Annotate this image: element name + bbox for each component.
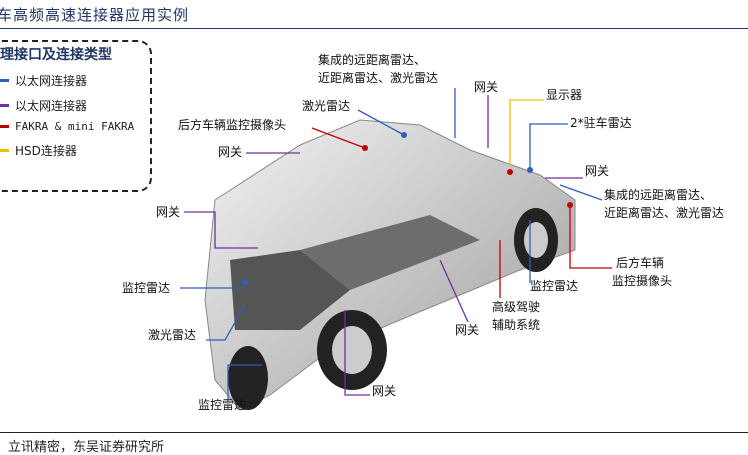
- legend-item: 以太网连接器: [0, 97, 87, 114]
- label: 后方车辆监控摄像头: [178, 118, 287, 132]
- legend-swatch: [0, 79, 9, 82]
- legend-label: 以太网连接器: [15, 74, 88, 88]
- label: 监控雷达: [530, 279, 579, 293]
- label: 近距离雷达、激光雷达: [604, 206, 725, 220]
- label: 网关: [372, 384, 397, 398]
- label: 激光雷达: [302, 99, 351, 113]
- label: 网关: [585, 164, 610, 178]
- legend-item: 以太网连接器: [0, 72, 87, 89]
- label: 后方车辆: [616, 256, 665, 270]
- label: 网关: [455, 323, 480, 337]
- battery-pack: [300, 215, 480, 290]
- label: 网关: [218, 145, 243, 159]
- label: 集成的远距离雷达、: [604, 188, 713, 202]
- legend-label: 以太网连接器: [15, 99, 88, 113]
- title-rule: [0, 28, 748, 29]
- leader-lines: [180, 88, 612, 400]
- legend-label: FAKRA & mini FAKRA: [15, 120, 135, 133]
- label: 监控雷达: [122, 281, 171, 295]
- legend-swatch: [0, 104, 9, 107]
- legend-item: HSD连接器: [0, 142, 77, 159]
- source-rule: [0, 432, 748, 433]
- label: 网关: [474, 80, 499, 94]
- legend-item: FAKRA & mini FAKRA: [0, 120, 134, 133]
- label: 网关: [156, 205, 181, 219]
- label: 2*驻车雷达: [570, 116, 632, 130]
- legend-title: 理接口及连接类型: [0, 47, 112, 63]
- label: 激光雷达: [148, 328, 197, 342]
- wheel-rear-left: [228, 346, 268, 410]
- label: 集成的远距离雷达、: [318, 53, 427, 67]
- connector-dots: [242, 132, 573, 285]
- legend-swatch: [0, 125, 9, 128]
- label: 近距离雷达、激光雷达: [318, 71, 439, 85]
- label: 监控雷达: [198, 398, 247, 412]
- label: 高级驾驶: [492, 300, 541, 314]
- label: 监控摄像头: [612, 274, 673, 288]
- legend-label: HSD连接器: [15, 144, 77, 158]
- legend-box: [0, 40, 152, 192]
- legend-swatch: [0, 149, 9, 152]
- figure-title: 车高频高速连接器应用实例: [0, 6, 190, 24]
- motor-area: [230, 250, 350, 330]
- source-note: 立讯精密，东吴证券研究所: [8, 440, 165, 455]
- label: 辅助系统: [492, 318, 541, 332]
- label: 显示器: [546, 88, 583, 102]
